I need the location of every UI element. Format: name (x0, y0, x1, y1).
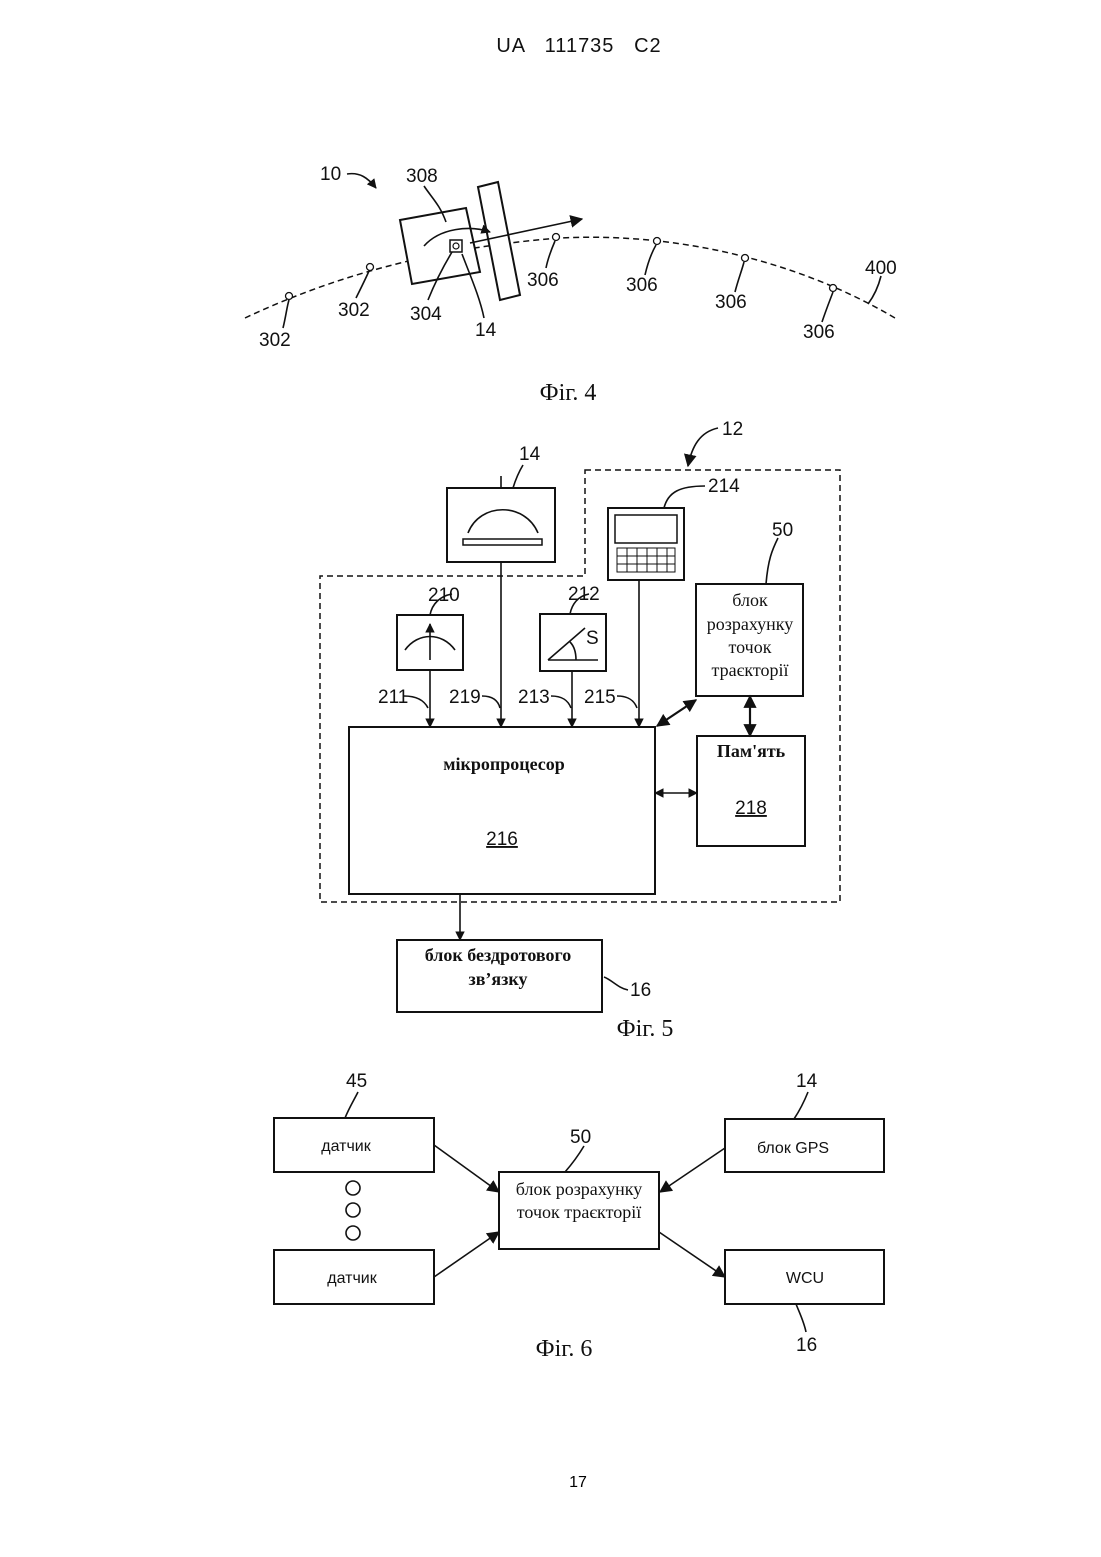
s-mark: S (586, 628, 599, 649)
calc-block-line2: розрахунку (707, 614, 794, 634)
trajectory-point-306d (830, 285, 837, 292)
ref-14-fig6: 14 (796, 1071, 818, 1092)
ref-219: 219 (449, 687, 481, 708)
ellipsis-dot-3 (346, 1226, 360, 1240)
ref-16-fig5: 16 (630, 980, 651, 1001)
wcu-label: WCU (786, 1270, 824, 1287)
ref-214: 214 (708, 476, 740, 497)
microprocessor-ref: 216 (486, 829, 518, 850)
ref-14-fig5: 14 (519, 444, 541, 465)
trajectory-point-306b (654, 238, 661, 245)
ref-302b: 302 (338, 300, 370, 321)
gps-unit-box (447, 488, 555, 562)
sensor-top-label: датчик (321, 1138, 371, 1155)
microprocessor-box (349, 727, 655, 894)
gps-label: блок GPS (757, 1140, 829, 1157)
ref-308: 308 (406, 166, 438, 187)
trajectory-point-306a (553, 234, 560, 241)
ellipsis-dot-2 (346, 1203, 360, 1217)
fig4-diagram: 10 308 302 302 304 14 306 306 306 306 40… (245, 164, 897, 351)
ref-215: 215 (584, 687, 616, 708)
ref-306a: 306 (527, 270, 559, 291)
ref-45: 45 (346, 1071, 367, 1092)
ref-304: 304 (410, 304, 442, 325)
ref-211: 211 (378, 687, 408, 708)
calc-block-line1: блок (732, 590, 768, 610)
fig6-diagram: датчик датчик блок розрахунку точок трає… (274, 1071, 884, 1356)
document-id: UA 111735 C2 (496, 35, 661, 57)
wireless-line1: блок бездротового (425, 945, 572, 965)
ref-302a: 302 (259, 330, 291, 351)
ref-306b: 306 (626, 275, 658, 296)
fig6-caption: Фіг. 6 (536, 1336, 593, 1362)
calc-line1: блок розрахунку (516, 1179, 642, 1199)
fig5-diagram: 12 14 214 блок розрахунку точок траєктор… (320, 419, 840, 1012)
memory-ref: 218 (735, 798, 767, 819)
ref-210: 210 (428, 585, 460, 606)
trajectory-point-302b (367, 264, 374, 271)
ref-213: 213 (518, 687, 550, 708)
ref-400: 400 (865, 258, 897, 279)
ref-50-fig6: 50 (570, 1127, 591, 1148)
calc-block-line4: траєкторії (712, 660, 789, 680)
calc-block-line3: точок (729, 637, 772, 657)
ref-12: 12 (722, 419, 743, 440)
trajectory-point-306c (742, 255, 749, 262)
fig5-caption: Фіг. 5 (617, 1016, 674, 1042)
fig4-caption: Фіг. 4 (540, 380, 597, 406)
ref-14-fig4: 14 (475, 320, 497, 341)
wireless-line2: зв’язку (468, 969, 527, 989)
ref-50-fig5: 50 (772, 520, 793, 541)
ref-306d: 306 (803, 322, 835, 343)
microprocessor-title: мікропроцесор (443, 754, 565, 774)
sensor-bottom-label: датчик (327, 1270, 377, 1287)
page-number: 17 (569, 1474, 587, 1491)
trajectory-point-302a (286, 293, 293, 300)
ref-306c: 306 (715, 292, 747, 313)
calc-line2: точок траєкторії (517, 1202, 641, 1222)
memory-title: Пам'ять (717, 741, 786, 761)
ref-212: 212 (568, 584, 600, 605)
ref-10: 10 (320, 164, 341, 185)
ref-16-fig6: 16 (796, 1335, 817, 1356)
keypad-terminal-icon (608, 508, 684, 580)
ellipsis-dot-1 (346, 1181, 360, 1195)
